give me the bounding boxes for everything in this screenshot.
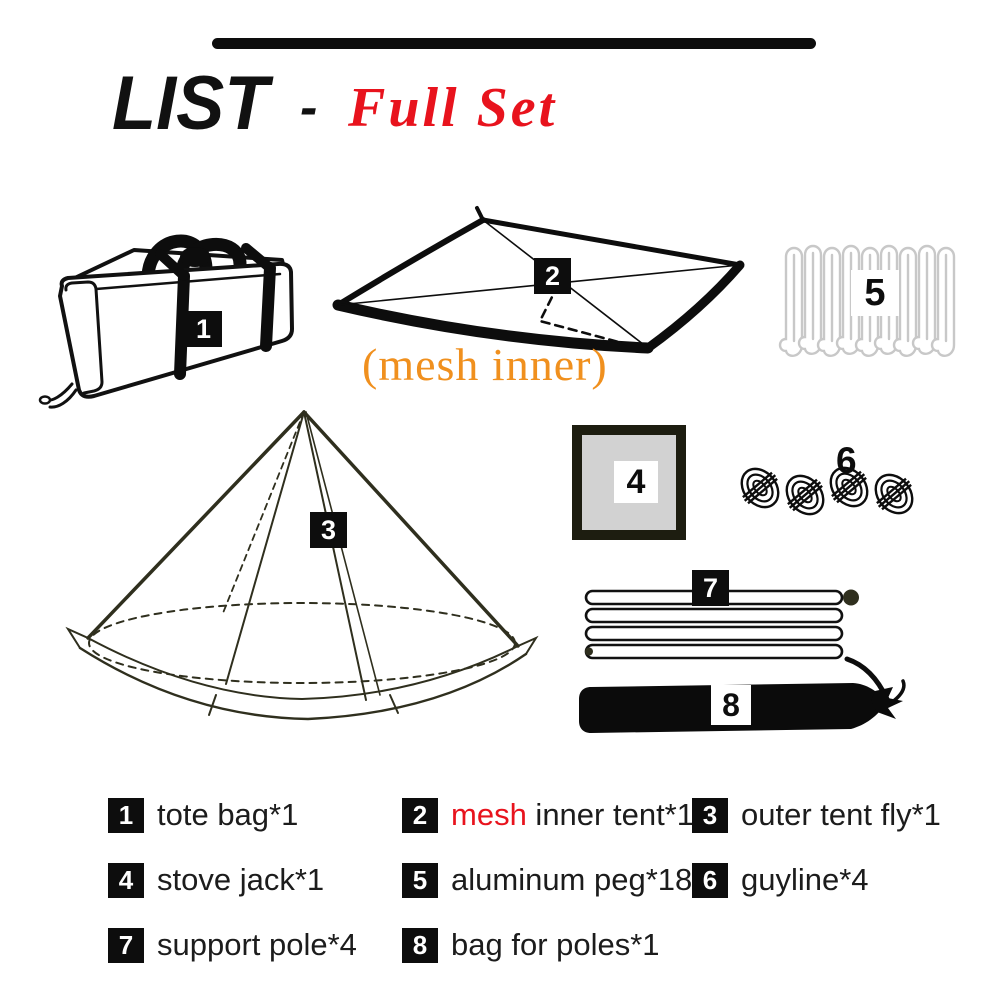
legend-label-bag-for-poles: bag for poles*1 — [451, 927, 660, 963]
legend-badge-4: 4 — [108, 862, 144, 898]
legend-label-text: aluminum peg*18 — [451, 862, 693, 897]
legend-badge-3: 3 — [692, 797, 728, 833]
legend-badge-8: 8 — [402, 927, 438, 963]
legend-badge-5: 5 — [402, 862, 438, 898]
header-rule-bar — [212, 38, 816, 49]
legend-item-mesh-inner-tent: 2 mesh inner tent*1 — [402, 797, 694, 833]
legend-item-guyline: 6 guyline*4 — [692, 862, 869, 898]
legend-item-bag-for-poles: 8 bag for poles*1 — [402, 927, 660, 963]
legend-label-text: inner tent*1 — [526, 797, 694, 832]
legend-badge-7: 7 — [108, 927, 144, 963]
marker-1-tote-bag: 1 — [185, 311, 222, 347]
marker-2-mesh-inner: 2 — [534, 258, 571, 294]
legend-item-aluminum-peg: 5 aluminum peg*18 — [402, 862, 692, 898]
outer-tent-fly-illustration — [65, 410, 539, 721]
legend-label-text: tote bag*1 — [157, 797, 299, 832]
marker-4-stove-jack: 4 — [614, 461, 658, 503]
legend-badge-2: 2 — [402, 797, 438, 833]
page-title: LIST — [112, 61, 269, 146]
tote-bag-illustration — [38, 234, 294, 409]
support-pole-illustration — [584, 589, 859, 660]
marker-3-outer-fly: 3 — [310, 512, 347, 548]
legend-label-guyline: guyline*4 — [741, 862, 869, 898]
legend-label-text: support pole*4 — [157, 927, 357, 962]
legend-label-text: guyline*4 — [741, 862, 869, 897]
legend-label-text: outer tent fly*1 — [741, 797, 941, 832]
legend-badge-6: 6 — [692, 862, 728, 898]
title-separator: - — [300, 79, 318, 137]
legend-item-stove-jack: 4 stove jack*1 — [108, 862, 324, 898]
marker-6-guyline: 6 — [836, 440, 857, 481]
marker-8-pole-bag: 8 — [711, 685, 751, 725]
legend-item-tote-bag: 1 tote bag*1 — [108, 797, 298, 833]
marker-5-pegs: 5 — [851, 270, 899, 316]
legend-item-outer-tent-fly: 3 outer tent fly*1 — [692, 797, 941, 833]
legend-item-support-pole: 7 support pole*4 — [108, 927, 357, 963]
mesh-inner-annotation: (mesh inner) — [362, 339, 608, 390]
legend-label-red: mesh — [451, 797, 527, 832]
legend-label-support-pole: support pole*4 — [157, 927, 357, 963]
guyline-illustration — [740, 466, 914, 516]
legend-badge-1: 1 — [108, 797, 144, 833]
legend-label-text: stove jack*1 — [157, 862, 325, 897]
legend-label-mesh-inner-tent: mesh inner tent*1 — [451, 797, 694, 833]
legend-label-aluminum-peg: aluminum peg*18 — [451, 862, 692, 898]
legend-label-text: bag for poles*1 — [451, 927, 660, 962]
stove-jack-illustration — [572, 425, 686, 540]
page-subtitle: Full Set — [348, 77, 558, 139]
marker-7-poles: 7 — [692, 570, 729, 606]
legend-label-tote-bag: tote bag*1 — [157, 797, 298, 833]
legend-label-outer-tent-fly: outer tent fly*1 — [741, 797, 941, 833]
legend-label-stove-jack: stove jack*1 — [157, 862, 324, 898]
